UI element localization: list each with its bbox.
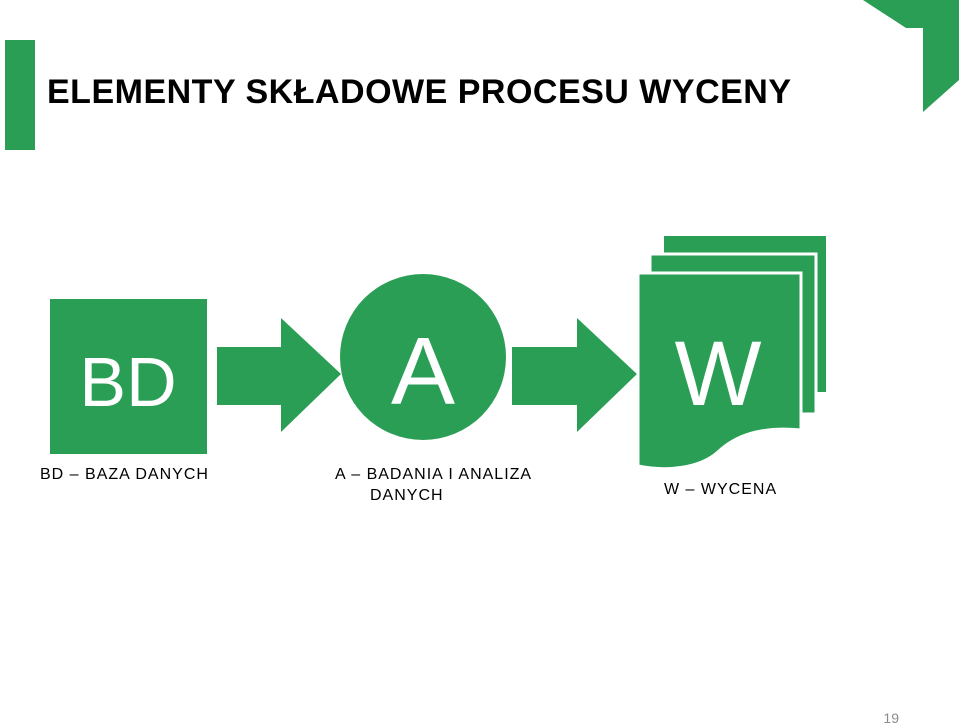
a-circle <box>340 274 506 440</box>
node-a: A <box>340 274 506 440</box>
page-title: ELEMENTY SKŁADOWE PROCESU WYCENY <box>47 73 792 111</box>
page-number: 19 <box>883 710 899 726</box>
document-front <box>636 271 803 471</box>
node-w: W <box>636 236 826 471</box>
title-accent-bar <box>5 40 35 150</box>
bd-square <box>50 299 207 454</box>
bd-letter: BD <box>79 343 176 421</box>
label-w: W – WYCENA <box>664 481 778 498</box>
arrow-bd-to-a <box>217 318 341 432</box>
arrow-a-to-w <box>512 318 637 432</box>
w-letter: W <box>675 323 762 425</box>
label-bd: BD – BAZA DANYCH <box>40 466 209 483</box>
node-bd: BD <box>50 299 207 454</box>
corner-chevron-mark <box>863 0 959 112</box>
a-letter: A <box>391 318 455 425</box>
label-a-line2: DANYCH <box>370 487 444 504</box>
label-a-line1: A – BADANIA I ANALIZA <box>335 466 533 483</box>
